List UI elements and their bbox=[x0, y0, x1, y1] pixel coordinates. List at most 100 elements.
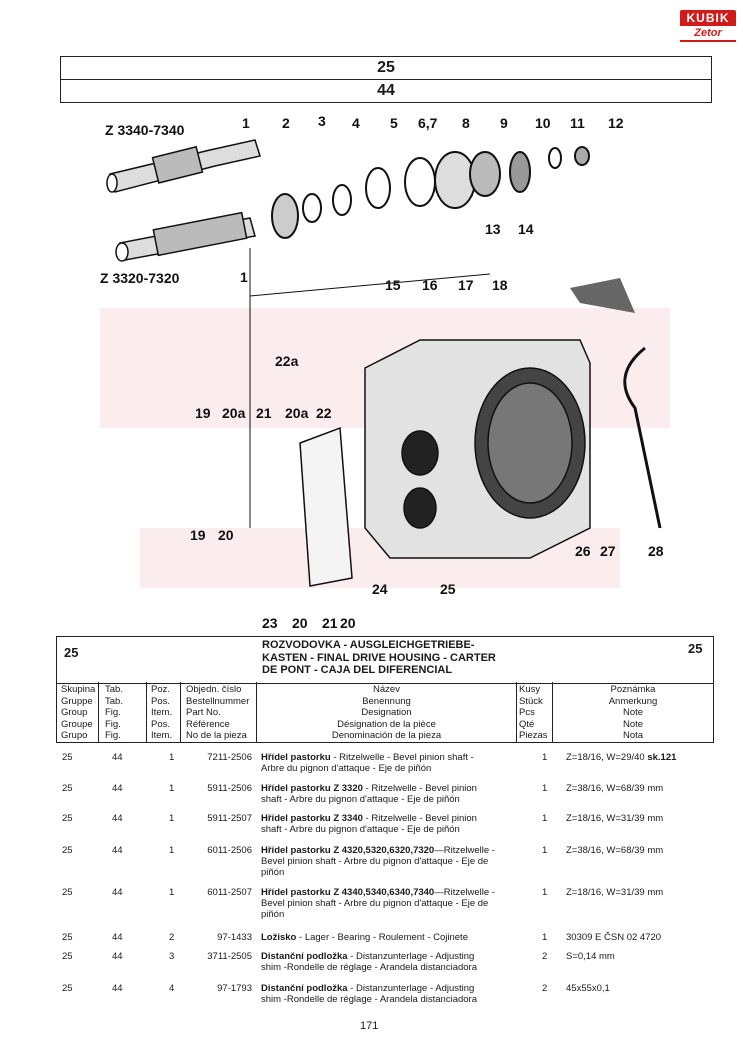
callout: 28 bbox=[648, 543, 664, 559]
callout: 2 bbox=[282, 115, 290, 131]
cell-table: 44 bbox=[112, 983, 123, 994]
cell-qty: 1 bbox=[542, 783, 548, 794]
cell-note: Z=18/16, W=31/39 mm bbox=[566, 813, 664, 824]
section-title: ROZVODOVKA - AUSGLEICHGETRIEBE- KASTEN -… bbox=[262, 639, 522, 677]
cell-qty: 1 bbox=[542, 887, 548, 898]
callout: 19 bbox=[195, 405, 211, 421]
brand-logo: KUBIK Zetor bbox=[680, 10, 736, 44]
callout: 17 bbox=[458, 277, 474, 293]
cell-part-number: 97-1793 bbox=[217, 983, 252, 994]
callout: 19 bbox=[190, 527, 206, 543]
callout: 12 bbox=[608, 115, 624, 131]
cell-note: Z=18/16, W=31/39 mm bbox=[566, 887, 664, 898]
cell-table: 44 bbox=[112, 932, 123, 943]
page-number: 171 bbox=[360, 1020, 379, 1032]
cell-part-number: 6011-2506 bbox=[207, 845, 252, 856]
callout: 10 bbox=[535, 115, 551, 131]
cell-part-number: 6011-2507 bbox=[207, 887, 252, 898]
cell-note: Z=18/16, W=29/40 sk.121 bbox=[566, 752, 677, 763]
callout: 27 bbox=[600, 543, 616, 559]
pinion-shaft-top bbox=[106, 139, 261, 193]
cell-qty: 2 bbox=[542, 951, 548, 962]
cell-designation: Hřídel pastorku Z 4320,5320,6320,7320—Ri… bbox=[261, 845, 495, 878]
bearing-rings bbox=[271, 146, 590, 239]
pinion-shaft-bottom bbox=[115, 211, 256, 262]
cell-pos: 1 bbox=[169, 887, 175, 898]
callout: 1 bbox=[240, 269, 248, 285]
callout: 21 bbox=[322, 615, 338, 631]
cell-pos: 1 bbox=[169, 752, 175, 763]
cell-group: 25 bbox=[62, 752, 73, 763]
cell-group: 25 bbox=[62, 887, 73, 898]
table-number-box: 44 bbox=[60, 79, 712, 103]
dipstick-rod bbox=[623, 346, 662, 529]
cell-part-number: 7211-2506 bbox=[207, 752, 252, 763]
cell-designation: Hřídel pastorku Z 4340,5340,6340,7340—Ri… bbox=[261, 887, 495, 920]
cell-note: 30309 E ČSN 02 4720 bbox=[566, 932, 662, 943]
cell-part-number: 3711-2505 bbox=[207, 951, 252, 962]
cell-group: 25 bbox=[62, 845, 73, 856]
callout: 20 bbox=[340, 615, 356, 631]
cell-qty: 1 bbox=[542, 813, 548, 824]
cell-group: 25 bbox=[62, 983, 73, 994]
cell-qty: 1 bbox=[542, 752, 548, 763]
col-pos: Poz.Pos.Item.Pos.Item. bbox=[147, 682, 181, 742]
callout: 4 bbox=[352, 115, 360, 131]
exploded-parts-diagram: Z 3340-7340 Z 3320-7320 1 2 3 4 5 6,7 8 … bbox=[100, 113, 670, 631]
cell-note: Z=38/16, W=68/39 mm bbox=[566, 845, 664, 856]
cell-designation: Distanční podložka - Distanzunterlage - … bbox=[261, 951, 477, 973]
callout: 8 bbox=[462, 115, 470, 131]
callout: 21 bbox=[256, 405, 272, 421]
cell-pos: 1 bbox=[169, 813, 175, 824]
callout: 3 bbox=[318, 113, 326, 129]
cell-note: S=0,14 mm bbox=[566, 951, 615, 962]
cell-pos: 1 bbox=[169, 783, 175, 794]
cell-group: 25 bbox=[62, 783, 73, 794]
section-title-line: DE PONT - CAJA DEL DIFERENCIAL bbox=[262, 664, 453, 676]
model-label-bottom: Z 3320-7320 bbox=[100, 270, 180, 286]
callout: 22a bbox=[275, 353, 299, 369]
group-number-box: 25 bbox=[60, 56, 712, 80]
cell-part-number: 97-1433 bbox=[217, 932, 252, 943]
cover-plate bbox=[299, 426, 353, 587]
cell-note: Z=38/16, W=68/39 mm bbox=[566, 783, 664, 794]
cell-part-number: 5911-2507 bbox=[207, 813, 252, 824]
logo-zetor: Zetor bbox=[680, 26, 736, 42]
cell-pos: 4 bbox=[169, 983, 175, 994]
cell-qty: 1 bbox=[542, 932, 548, 943]
cell-group: 25 bbox=[62, 951, 73, 962]
final-drive-housing bbox=[364, 339, 591, 559]
leader-line bbox=[249, 248, 491, 528]
callout: 15 bbox=[385, 277, 401, 293]
cell-designation: Hřídel pastorku Z 3320 - Ritzelwelle - B… bbox=[261, 783, 477, 805]
cell-designation: Hřídel pastorku Z 3340 - Ritzelwelle - B… bbox=[261, 813, 477, 835]
cell-qty: 1 bbox=[542, 845, 548, 856]
callout: 9 bbox=[500, 115, 508, 131]
callout: 14 bbox=[518, 221, 534, 237]
cell-pos: 1 bbox=[169, 845, 175, 856]
direction-arrow bbox=[570, 278, 635, 313]
section-group-right: 25 bbox=[688, 641, 703, 656]
callout: 22 bbox=[316, 405, 332, 421]
callout: 20a bbox=[222, 405, 246, 421]
callout: 20 bbox=[218, 527, 234, 543]
cell-table: 44 bbox=[112, 752, 123, 763]
cell-table: 44 bbox=[112, 845, 123, 856]
callout: 24 bbox=[372, 581, 388, 597]
cell-part-number: 5911-2506 bbox=[207, 783, 252, 794]
section-header-box bbox=[56, 636, 714, 684]
callout: 11 bbox=[570, 115, 585, 131]
cell-pos: 2 bbox=[169, 932, 175, 943]
callout: 6,7 bbox=[418, 115, 438, 131]
callout: 20a bbox=[285, 405, 309, 421]
callout: 26 bbox=[575, 543, 591, 559]
callout: 25 bbox=[440, 581, 456, 597]
diagram-labels: Z 3340-7340 Z 3320-7320 1 2 3 4 5 6,7 8 … bbox=[100, 113, 664, 631]
callout: 18 bbox=[492, 277, 508, 293]
